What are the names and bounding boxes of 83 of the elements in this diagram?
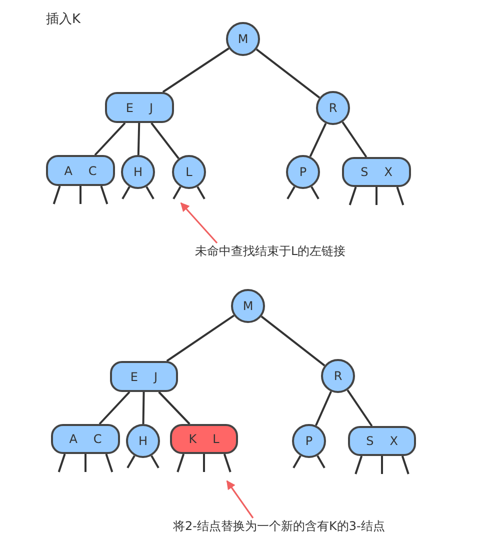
tree-node-circle	[286, 155, 320, 189]
pointer-arrow	[226, 480, 254, 518]
node-label: 将2-结点替换为一个新的含有K的3-结点	[173, 518, 385, 534]
tree-node-circle	[126, 424, 160, 458]
tree-node-circle	[231, 289, 265, 323]
tree-link	[346, 390, 373, 427]
tree-node-box	[170, 424, 238, 454]
null-link	[150, 455, 160, 468]
tree-link	[166, 314, 234, 362]
node-key: H	[133, 165, 143, 179]
null-link	[196, 186, 206, 200]
node-key: X	[390, 434, 398, 448]
null-link	[286, 186, 296, 200]
node-key: X	[384, 165, 392, 179]
null-link	[146, 186, 154, 200]
null-link	[80, 186, 82, 204]
node-key: E	[126, 100, 134, 114]
tree-link	[137, 122, 140, 156]
tree-link	[142, 392, 145, 424]
node-key: H	[138, 434, 148, 448]
tree-node-box	[110, 361, 178, 392]
null-link	[223, 454, 232, 472]
tree-link	[342, 122, 368, 158]
null-link	[316, 455, 326, 468]
node-key: L	[212, 432, 220, 446]
heading: 插入K	[46, 11, 81, 28]
null-link	[348, 186, 357, 206]
null-link	[105, 454, 114, 472]
node-key: K	[188, 432, 197, 446]
tree-node-circle	[292, 424, 326, 458]
null-link	[84, 454, 86, 472]
null-link	[126, 455, 136, 468]
node-key: J	[154, 370, 158, 384]
null-link	[176, 454, 185, 472]
tree-link	[150, 122, 180, 160]
null-link	[52, 186, 61, 204]
null-link	[100, 186, 108, 204]
node-key: M	[238, 32, 248, 46]
node-key: M	[242, 299, 254, 313]
tree-node-circle	[316, 91, 350, 125]
null-link	[172, 186, 182, 200]
node-key: L	[186, 165, 192, 179]
tree-node-box	[51, 424, 120, 454]
tree-node-circle	[321, 359, 355, 393]
tree-node-circle	[172, 155, 206, 189]
null-link	[381, 456, 383, 474]
null-link	[122, 186, 130, 200]
tree-link	[94, 122, 126, 156]
tree-link	[256, 48, 320, 98]
pointer-arrow	[180, 202, 218, 244]
null-link	[203, 454, 205, 472]
null-link	[292, 455, 302, 468]
node-key: A	[64, 164, 72, 178]
tree-link	[98, 391, 130, 425]
tree-node-circle	[121, 155, 155, 189]
node-key: P	[305, 434, 313, 448]
node-key: R	[328, 101, 338, 115]
node-key: C	[93, 432, 102, 446]
null-link	[376, 187, 378, 205]
tree-node-circle	[226, 22, 260, 56]
node-key: C	[88, 164, 97, 178]
null-link	[354, 456, 363, 474]
null-link	[58, 454, 66, 472]
tree-node-box	[348, 426, 416, 456]
null-link	[396, 186, 404, 206]
tree-link	[260, 316, 326, 366]
node-key: S	[366, 434, 374, 448]
tree-node-box	[342, 157, 411, 187]
node-label: 未命中查找结束于L的左链接	[195, 242, 346, 260]
tree-node-box	[46, 155, 115, 186]
tree-link	[315, 391, 332, 426]
tree-link	[309, 122, 327, 158]
tree-link	[158, 391, 190, 425]
node-key: P	[299, 165, 307, 179]
node-key: E	[130, 370, 138, 384]
null-link	[310, 186, 320, 200]
null-link	[401, 456, 410, 474]
node-key: J	[150, 100, 154, 114]
tree-link	[162, 48, 230, 93]
node-key: S	[360, 165, 368, 179]
node-key: R	[334, 369, 342, 383]
node-key: A	[69, 432, 78, 446]
tree-node-box	[105, 92, 174, 123]
